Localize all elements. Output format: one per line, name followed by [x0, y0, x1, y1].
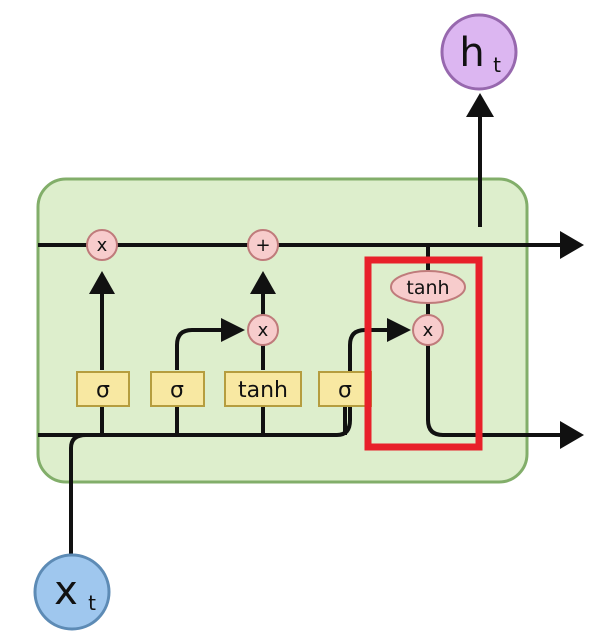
bottom-to-multiply-arrow-icon	[387, 318, 411, 342]
output-multiply-op: x	[412, 314, 444, 346]
input-node: x t	[33, 553, 111, 631]
add-label: +	[255, 235, 270, 256]
output-gate-box: σ	[318, 371, 372, 407]
output-bottom-line	[426, 300, 560, 437]
forget-gate-arrow-icon	[89, 271, 115, 294]
forget-multiply-label: x	[97, 235, 108, 256]
input-sub-label: t	[88, 591, 96, 615]
output-tanh-node: tanh	[390, 270, 466, 304]
output-gate-label: σ	[338, 378, 352, 403]
output-up-arrow-icon	[466, 93, 494, 117]
input-gate-line	[175, 328, 223, 370]
output-multiply-label: x	[423, 320, 434, 341]
output-sub-label: t	[493, 53, 501, 77]
input-gate-label: σ	[170, 378, 184, 403]
cell-state-arrow-icon	[560, 231, 584, 259]
input-main-label: x	[54, 568, 78, 614]
forget-gate-box: σ	[76, 371, 130, 407]
add-op: +	[247, 229, 279, 261]
output-main-label: h	[459, 30, 484, 76]
input-up-line	[69, 433, 87, 555]
input-multiply-op: x	[247, 314, 279, 346]
output-node: h t	[440, 13, 518, 91]
highlight-box	[364, 256, 483, 451]
input-multiply-label: x	[258, 320, 269, 341]
candidate-gate-box: tanh	[224, 371, 302, 407]
input-gate-box: σ	[150, 371, 205, 407]
candidate-gate-label: tanh	[238, 378, 288, 403]
add-input-arrow-icon	[250, 271, 276, 294]
output-tanh-label: tanh	[406, 277, 449, 299]
forget-multiply-op: x	[86, 229, 118, 261]
bottom-output-arrow-icon	[560, 421, 584, 449]
forget-gate-label: σ	[96, 378, 110, 403]
input-gate-arrow-icon	[221, 318, 245, 342]
